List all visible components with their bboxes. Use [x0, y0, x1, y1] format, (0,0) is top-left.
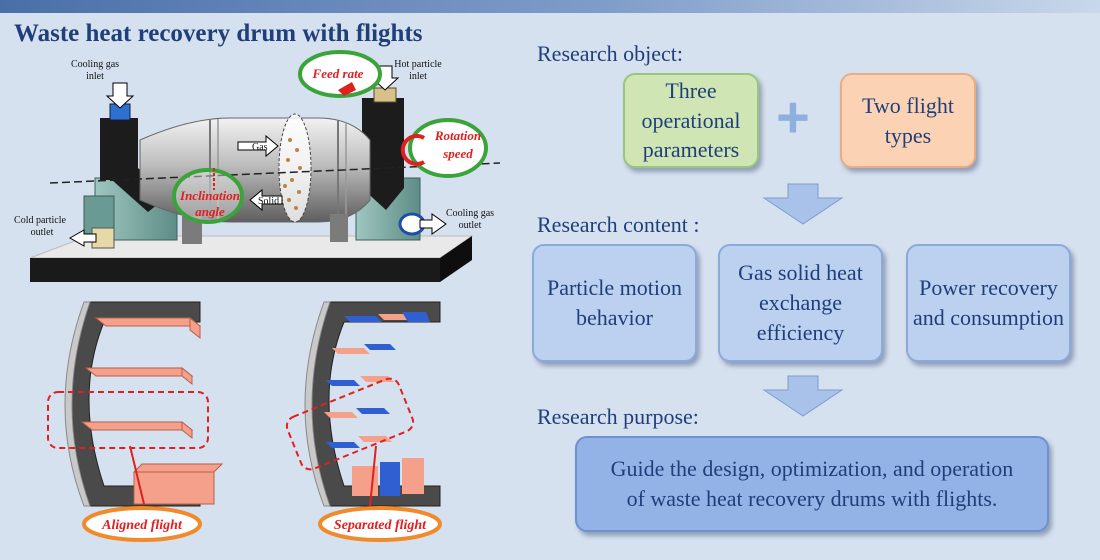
- svg-text:outlet: outlet: [31, 227, 54, 238]
- hot-particle-inlet-label-2: inlet: [409, 71, 427, 82]
- research-purpose-box: Guide the design, optimization, and oper…: [575, 436, 1049, 532]
- cooling-gas-outlet-label-1: Cooling gas: [446, 208, 494, 219]
- aligned-highlight: [47, 391, 209, 449]
- research-object-label: Research object:: [537, 41, 683, 66]
- svg-text:Feed rate: Feed rate: [312, 66, 364, 81]
- separated-flight-label: Separated flight: [334, 518, 427, 533]
- research-content-label: Research content :: [537, 212, 700, 237]
- cooling-gas-inlet-label-1: Cooling gas: [71, 59, 119, 70]
- svg-text:Rotation: Rotation: [434, 128, 481, 143]
- feed-rate-cloud: [298, 50, 382, 98]
- inclination-label-1: Inclination: [179, 188, 240, 203]
- cooling-gas-inlet-label-2: inlet: [86, 71, 104, 82]
- inclination-angle-cloud: [172, 168, 244, 224]
- separated-flight-cloud: [318, 506, 442, 542]
- svg-text:angle: angle: [195, 204, 225, 219]
- aligned-flight-drawing: Aligned flight: [47, 301, 224, 542]
- drum-illustration: Cooling gas inlet Hot particle inlet Col…: [14, 50, 501, 282]
- inlet-arrow: [105, 82, 135, 109]
- plus-sign: +: [776, 85, 810, 150]
- cold-outlet-arrow: [68, 229, 97, 247]
- svg-text:Cooling gas: Cooling gas: [71, 59, 119, 70]
- down-arrow-2: [762, 375, 844, 417]
- hot-particle-inlet-label-1: Hot particle: [394, 59, 442, 70]
- cold-particle-outlet-label-1: Cold particle: [14, 215, 66, 226]
- separated-flight-drawing: Separated flight: [285, 301, 442, 542]
- svg-text:Gas: Gas: [252, 142, 268, 153]
- rotation-speed-cloud: [408, 118, 488, 178]
- inclination-label-2: angle: [195, 204, 225, 219]
- aligned-flight-cloud: [82, 506, 202, 542]
- solid-label: Solid: [258, 196, 279, 207]
- right-tower: [362, 98, 404, 210]
- top-banner: [0, 0, 1100, 13]
- down-arrow-1: [762, 183, 844, 225]
- rotation-label-1: Rotation: [434, 128, 481, 143]
- gas-outlet-arrow: [419, 213, 447, 235]
- solid-flow-arrow: [249, 188, 283, 212]
- aligned-flight-label: Aligned flight: [101, 518, 183, 533]
- separated-highlight: [285, 377, 415, 471]
- svg-text:Separated flight: Separated flight: [334, 518, 427, 533]
- research-purpose-label: Research purpose:: [537, 404, 699, 429]
- flight-types-box: Two flight types: [840, 73, 976, 168]
- feed-rate-label: Feed rate: [312, 66, 364, 81]
- svg-text:speed: speed: [442, 146, 473, 161]
- svg-text:inlet: inlet: [409, 71, 427, 82]
- rotation-label-2: speed: [442, 146, 473, 161]
- content-box-power: Power recovery and consumption: [906, 244, 1071, 362]
- drum-cutaway: [278, 113, 312, 223]
- svg-text:Hot particle: Hot particle: [394, 59, 442, 70]
- cold-particle-outlet-label-2: outlet: [31, 227, 54, 238]
- operational-parameters-box: Three operational parameters: [623, 73, 759, 168]
- aligned-flights: [80, 316, 224, 505]
- svg-text:Inclination: Inclination: [179, 188, 240, 203]
- gas-label: Gas: [252, 142, 268, 153]
- content-box-particle-motion: Particle motion behavior: [532, 244, 697, 362]
- svg-text:Cold particle: Cold particle: [14, 215, 66, 226]
- content-box-heat-exchange: Gas solid heat exchange efficiency: [718, 244, 883, 362]
- svg-text:outlet: outlet: [459, 220, 482, 231]
- page-title: Waste heat recovery drum with flights: [14, 20, 423, 47]
- svg-text:Cooling gas: Cooling gas: [446, 208, 494, 219]
- svg-text:Solid: Solid: [258, 196, 279, 207]
- cooling-gas-outlet-label-2: outlet: [459, 220, 482, 231]
- gas-flow-arrow: [237, 134, 279, 158]
- svg-text:Aligned flight: Aligned flight: [101, 518, 183, 533]
- separated-flights: [324, 312, 430, 496]
- svg-text:inlet: inlet: [86, 71, 104, 82]
